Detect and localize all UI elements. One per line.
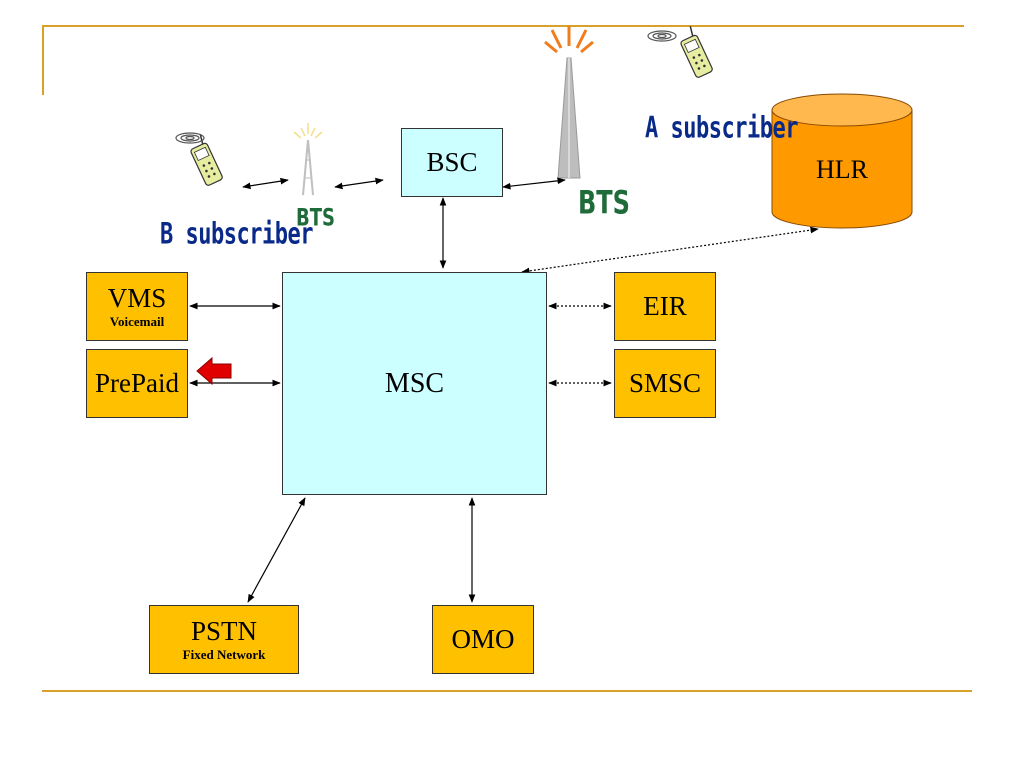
prepaid-node: PrePaid — [86, 349, 188, 418]
hlr-label: HLR — [816, 155, 868, 184]
mobile-phone-icon — [190, 133, 223, 186]
omo-label: OMO — [451, 624, 515, 655]
bts-left-label: BTS — [296, 204, 335, 233]
pstn-node: PSTN Fixed Network — [149, 605, 299, 674]
antenna-tower-icon — [544, 26, 594, 179]
signal-waves-icon — [647, 30, 677, 42]
hlr-cylinder — [771, 93, 913, 229]
eir-node: EIR — [614, 272, 716, 341]
link-bsc-bts — [502, 177, 566, 190]
pstn-sublabel: Fixed Network — [182, 647, 266, 663]
link-msc-hlr — [521, 226, 819, 275]
msc-label: MSC — [384, 367, 445, 399]
b-subscriber-label: B subscriber — [160, 218, 313, 252]
mobile-phone-icon — [680, 25, 713, 78]
link-msc-pstn — [247, 497, 306, 603]
prepaid-label: PrePaid — [95, 368, 179, 399]
pstn-label: PSTN — [190, 616, 258, 646]
vms-node: VMS Voicemail — [86, 272, 188, 341]
antenna-tower-icon — [293, 123, 323, 196]
vms-label: VMS — [107, 283, 167, 313]
a-subscriber-label: A subscriber — [645, 112, 798, 146]
smsc-label: SMSC — [628, 368, 702, 399]
bottom-rule — [42, 690, 972, 692]
top-rule — [42, 25, 964, 27]
smsc-node: SMSC — [614, 349, 716, 418]
bsc-node: BSC — [401, 128, 503, 197]
omo-node: OMO — [432, 605, 534, 674]
bsc-label: BSC — [426, 147, 478, 178]
signal-waves-icon — [175, 132, 205, 144]
red-arrow-icon — [196, 356, 232, 386]
left-rule — [42, 25, 44, 95]
bts-right-label: BTS — [578, 184, 630, 222]
vms-sublabel: Voicemail — [109, 314, 165, 330]
eir-label: EIR — [643, 291, 687, 322]
link-phone-bts — [242, 177, 289, 190]
link-bts-bsc — [334, 177, 384, 190]
msc-node: MSC — [282, 272, 547, 495]
